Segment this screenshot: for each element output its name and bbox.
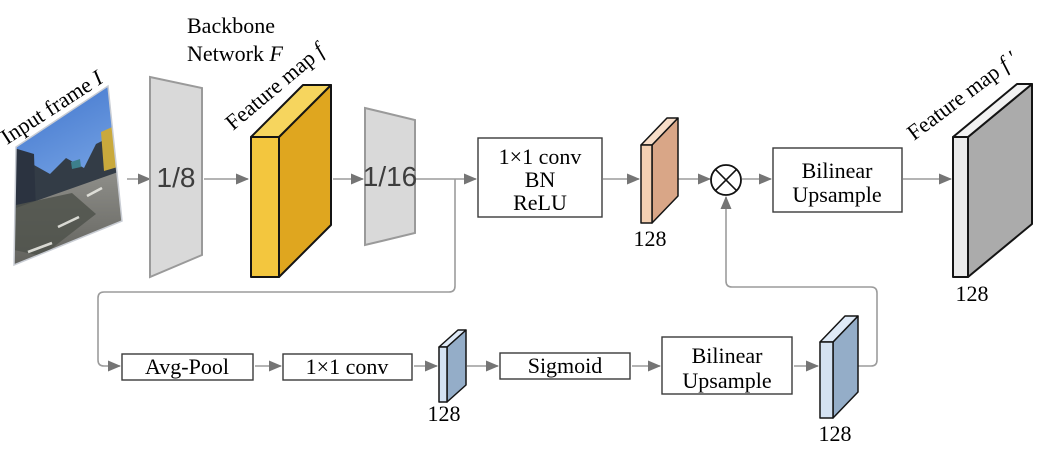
sigmoid-box bbox=[499, 352, 631, 380]
mask-channels-label: 128 bbox=[819, 421, 852, 446]
output-feature-slab: 128 bbox=[952, 83, 1033, 306]
connectors bbox=[97, 173, 952, 372]
stage-1-8-shape bbox=[149, 75, 203, 279]
attention-feature-slab: 128 bbox=[428, 329, 467, 426]
conv-1x1-block: 1×1 conv bbox=[282, 353, 413, 381]
feature-map-f-slab bbox=[250, 84, 332, 278]
output-channels-label: 128 bbox=[956, 281, 989, 306]
feedback-mask-to-multiply-path bbox=[720, 196, 878, 367]
mask-feature-slab: 128 bbox=[819, 315, 859, 446]
photo-buildings-skyline bbox=[16, 138, 121, 206]
attention-channels-label: 128 bbox=[428, 401, 461, 426]
conv-1x1-label: 1×1 conv bbox=[306, 354, 389, 379]
sigmoid-label: Sigmoid bbox=[528, 353, 603, 378]
slab-front bbox=[640, 144, 653, 224]
stage-1-8-label: 1/8 bbox=[157, 162, 196, 193]
multiply-cross-2 bbox=[715, 169, 737, 191]
conv-output-feature-slab: 128 bbox=[634, 117, 679, 251]
photo-border bbox=[13, 84, 123, 267]
conv-output-channels-label: 128 bbox=[634, 226, 667, 251]
branch-to-bottom-path bbox=[97, 179, 456, 372]
slab-side bbox=[967, 83, 1033, 278]
slab-front bbox=[438, 346, 448, 403]
input-frame-image bbox=[13, 84, 123, 267]
avg-pool-block: Avg-Pool bbox=[121, 353, 254, 381]
photo-left-building bbox=[14, 148, 36, 218]
backbone-stage-1-16: 1/16 bbox=[363, 106, 418, 247]
stage-1-16-label: 1/16 bbox=[363, 161, 418, 192]
slab-front bbox=[250, 136, 280, 278]
multiply-node bbox=[710, 164, 742, 196]
photo-car bbox=[71, 159, 81, 169]
avg-pool-label: Avg-Pool bbox=[145, 354, 229, 379]
bilinear-upsample-top-box bbox=[772, 147, 903, 213]
sigmoid-block: Sigmoid bbox=[499, 352, 631, 380]
stage-1-16-shape bbox=[364, 106, 416, 247]
avg-pool-box bbox=[121, 353, 254, 381]
conv-1x1-box bbox=[282, 353, 413, 381]
backbone-stage-1-8: 1/8 bbox=[149, 75, 203, 279]
slab-front bbox=[952, 136, 969, 278]
bilinear-upsample-bottom-box bbox=[661, 336, 793, 395]
photo-yellow-storefront bbox=[101, 124, 121, 171]
conv-bn-relu-box bbox=[477, 137, 603, 218]
slab-front bbox=[819, 341, 834, 419]
photo-road-shadow bbox=[14, 193, 96, 256]
